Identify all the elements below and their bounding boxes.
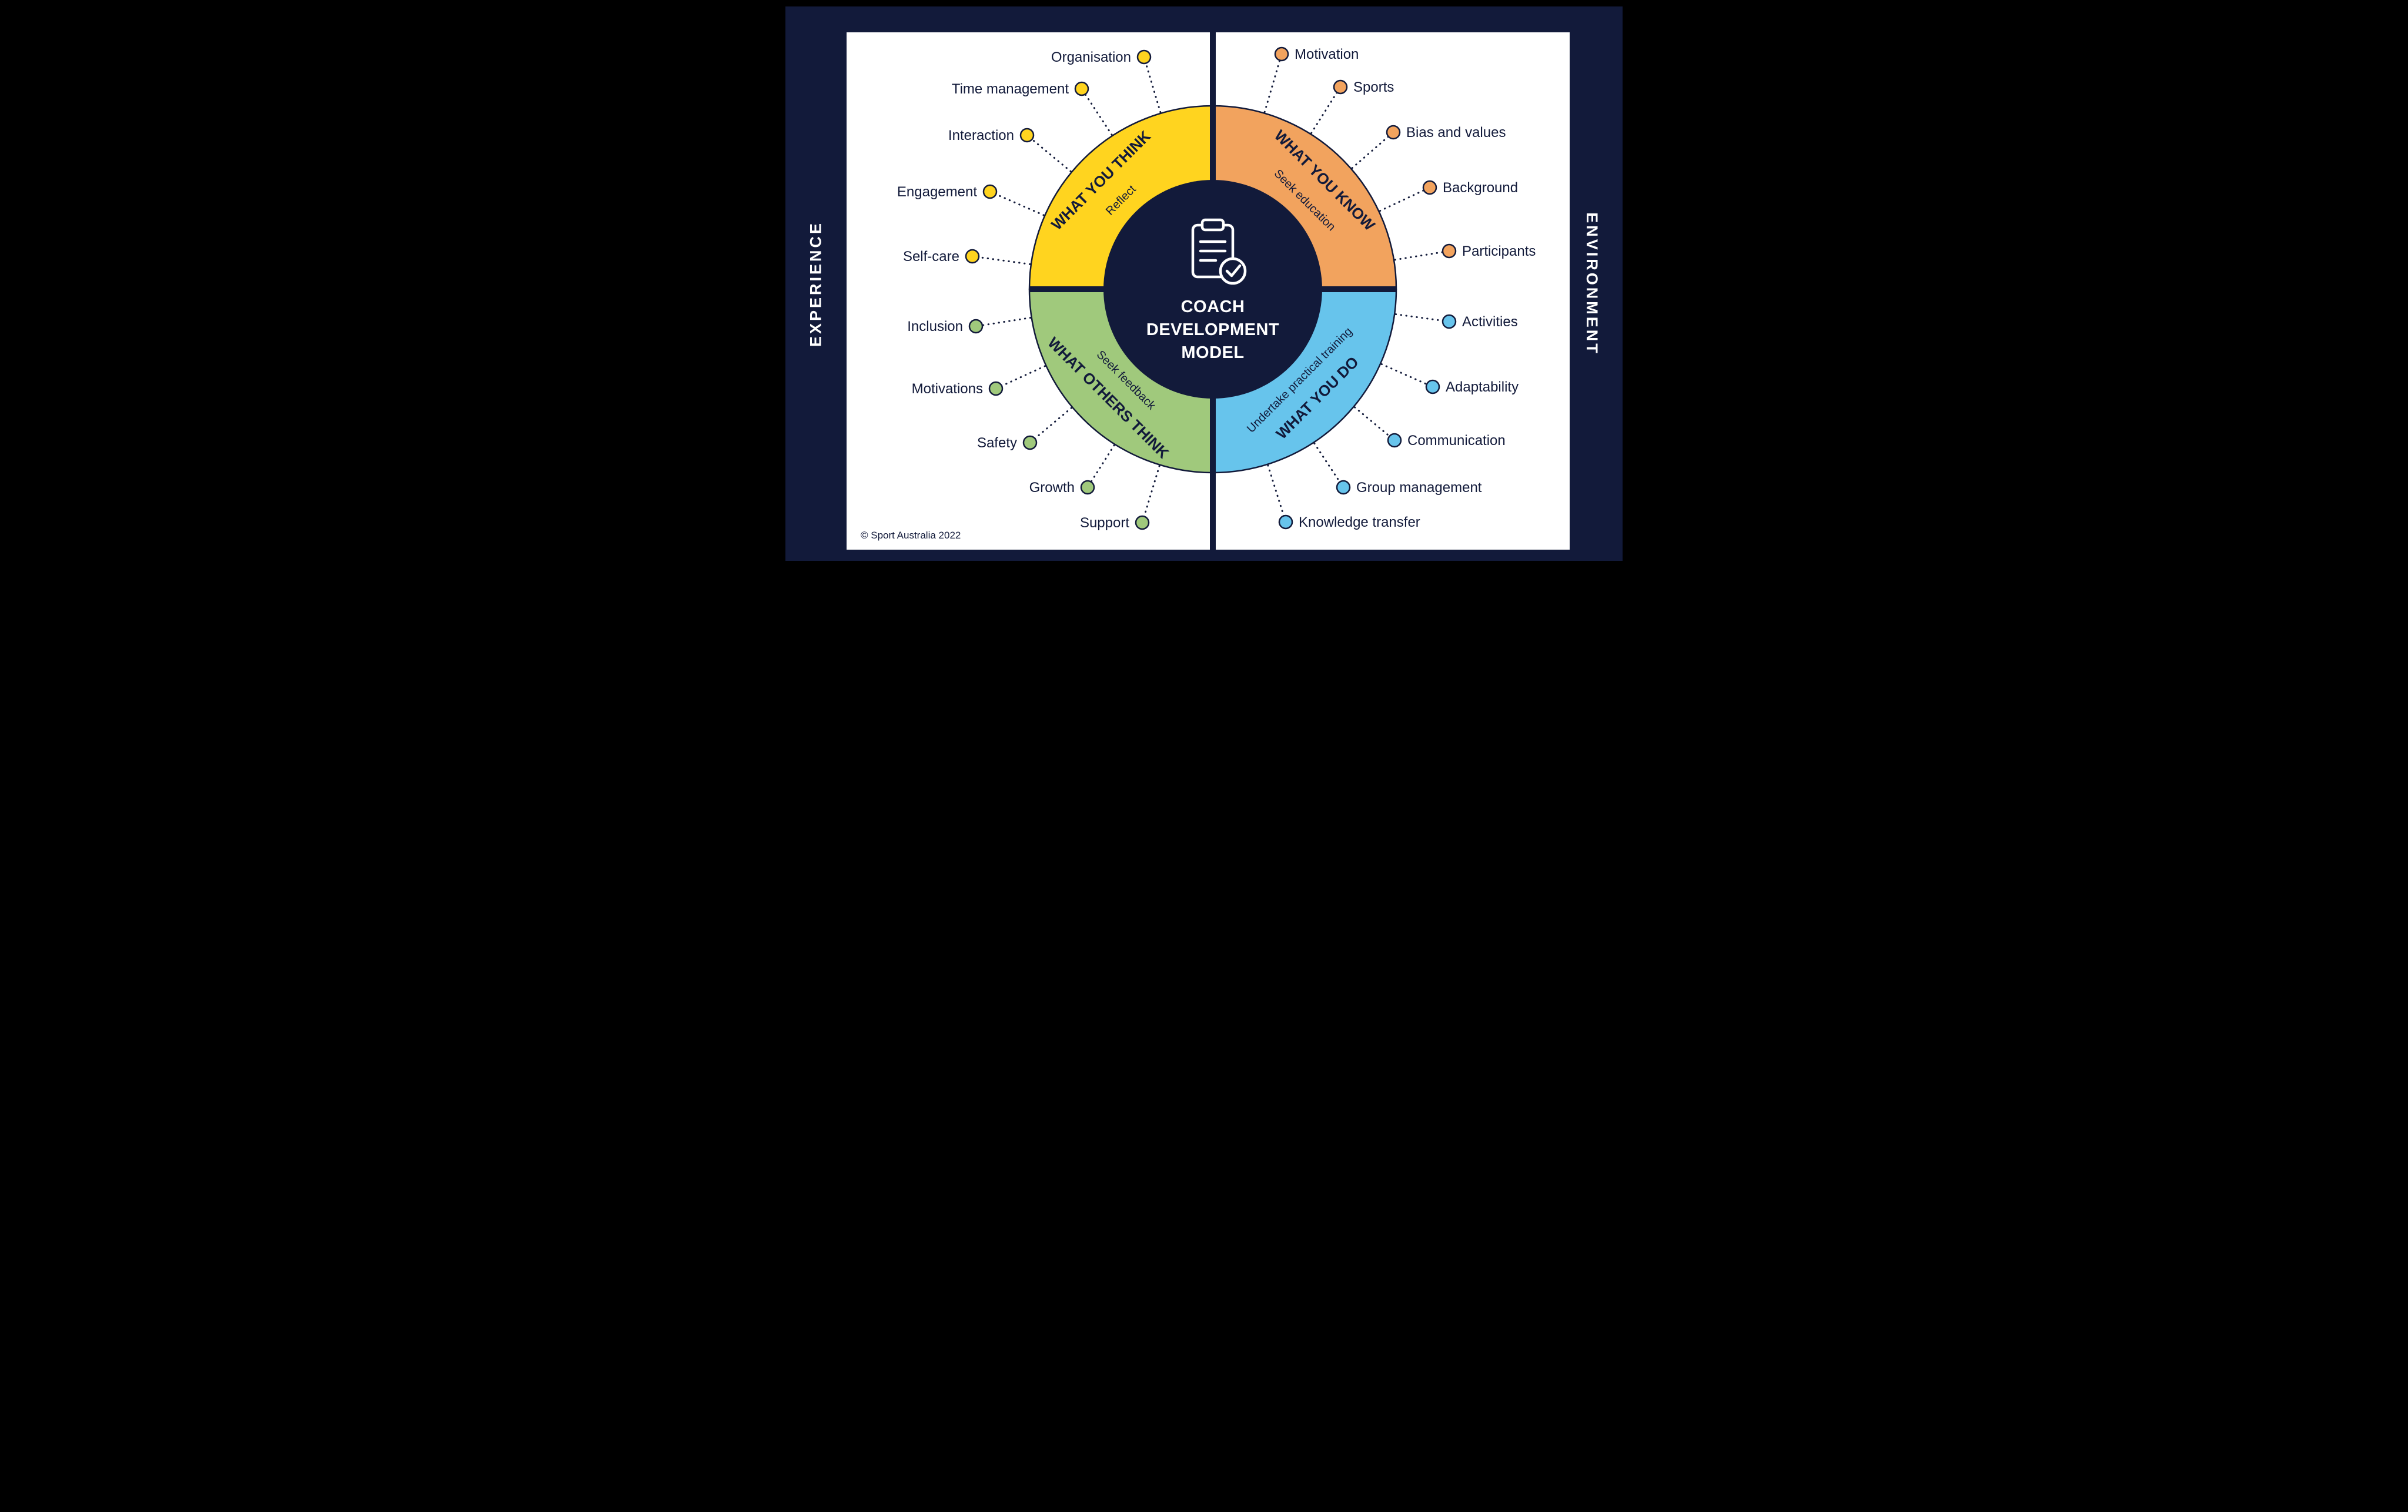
item-connector-line bbox=[1310, 86, 1342, 134]
item-label-growth: Growth bbox=[1029, 480, 1075, 496]
marker-support bbox=[1135, 515, 1150, 530]
marker-safety bbox=[1022, 435, 1038, 450]
marker-group-management bbox=[1336, 480, 1351, 495]
center-title-line: MODEL bbox=[1181, 343, 1244, 362]
marker-participants bbox=[1442, 243, 1457, 259]
item-label-time-management: Time management bbox=[952, 81, 1069, 97]
marker-background bbox=[1422, 180, 1437, 195]
item-connector-line bbox=[1267, 464, 1287, 523]
item-connector-line bbox=[1379, 186, 1431, 212]
item-connector-line bbox=[1141, 465, 1160, 524]
item-label-communication: Communication bbox=[1407, 433, 1506, 449]
item-connector-line bbox=[971, 255, 1031, 265]
marker-engagement bbox=[982, 184, 998, 199]
marker-knowledge-transfer bbox=[1278, 514, 1293, 530]
item-label-group-management: Group management bbox=[1356, 480, 1482, 496]
item-connector-line bbox=[1394, 250, 1450, 261]
item-connector-line bbox=[1263, 53, 1283, 113]
item-label-sports: Sports bbox=[1353, 79, 1394, 95]
copyright-text: © Sport Australia 2022 bbox=[861, 530, 961, 541]
item-label-participants: Participants bbox=[1462, 243, 1536, 259]
item-connector-line bbox=[1351, 131, 1394, 169]
item-label-background: Background bbox=[1443, 180, 1518, 196]
item-label-activities: Activities bbox=[1462, 314, 1518, 330]
experience-axis-label: EXPERIENCE bbox=[807, 220, 825, 347]
marker-sports bbox=[1333, 79, 1348, 95]
item-label-bias-and-values: Bias and values bbox=[1406, 125, 1506, 141]
item-connector-line bbox=[1394, 313, 1450, 323]
item-connector-line bbox=[989, 190, 1045, 216]
marker-inclusion bbox=[968, 319, 984, 334]
item-connector-line bbox=[1143, 56, 1162, 113]
marker-organisation bbox=[1136, 49, 1152, 65]
item-label-knowledge-transfer: Knowledge transfer bbox=[1299, 514, 1420, 530]
marker-motivation bbox=[1274, 46, 1289, 62]
item-connector-line bbox=[1029, 407, 1072, 444]
item-label-inclusion: Inclusion bbox=[907, 319, 963, 334]
item-label-interaction: Interaction bbox=[948, 128, 1014, 143]
center-title-line: COACH bbox=[1181, 297, 1245, 316]
item-label-adaptability: Adaptability bbox=[1446, 379, 1519, 395]
item-label-support: Support bbox=[1080, 515, 1129, 531]
infographic-stage: EXPERIENCE ENVIRONMENT COACH DEVELOPMENT M… bbox=[752, 0, 1656, 567]
item-label-motivations: Motivations bbox=[912, 381, 983, 397]
clipboard-check-icon bbox=[1191, 218, 1247, 285]
marker-time-management bbox=[1074, 81, 1089, 96]
marker-motivations bbox=[988, 381, 1004, 396]
center-title-line: DEVELOPMENT bbox=[1146, 320, 1279, 339]
marker-self-care bbox=[965, 249, 980, 264]
item-connector-line bbox=[1380, 363, 1434, 388]
item-connector-line bbox=[1353, 406, 1396, 441]
environment-axis-label: ENVIRONMENT bbox=[1583, 212, 1601, 356]
marker-growth bbox=[1080, 480, 1095, 495]
marker-activities bbox=[1442, 314, 1457, 329]
marker-communication bbox=[1387, 433, 1402, 448]
item-label-engagement: Engagement bbox=[897, 184, 977, 200]
item-connector-line bbox=[1313, 442, 1345, 489]
item-connector-line bbox=[1086, 444, 1115, 489]
item-label-safety: Safety bbox=[977, 435, 1017, 451]
center-hub-circle bbox=[1103, 180, 1322, 399]
item-connector-line bbox=[995, 365, 1046, 390]
item-connector-line bbox=[975, 316, 1032, 327]
marker-adaptability bbox=[1425, 379, 1440, 394]
item-connector-line bbox=[1026, 134, 1072, 173]
item-label-organisation: Organisation bbox=[1051, 49, 1131, 65]
item-connector-line bbox=[1081, 88, 1113, 136]
outer-frame: EXPERIENCE ENVIRONMENT COACH DEVELOPMENT M… bbox=[785, 6, 1623, 561]
item-label-self-care: Self-care bbox=[903, 249, 959, 265]
marker-bias-and-values bbox=[1386, 125, 1401, 140]
item-label-motivation: Motivation bbox=[1295, 46, 1359, 62]
marker-interaction bbox=[1019, 128, 1035, 143]
